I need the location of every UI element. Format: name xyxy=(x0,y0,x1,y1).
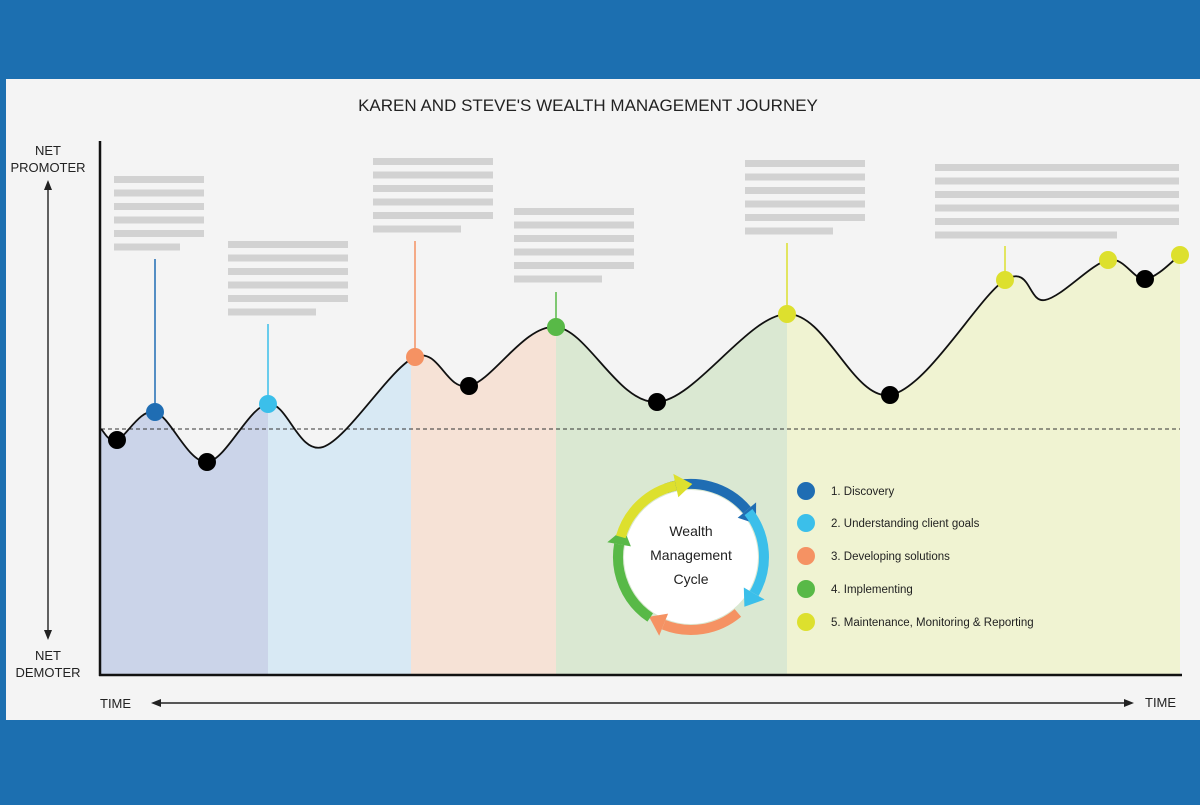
placeholder-text-line-2-3 xyxy=(228,268,348,275)
arrow-up-icon xyxy=(44,180,52,190)
journey-point-solutions xyxy=(406,348,424,366)
placeholder-text-line-6-2 xyxy=(935,177,1179,185)
legend-dot-discovery xyxy=(797,482,815,500)
placeholder-text-line-1-5 xyxy=(114,230,204,237)
placeholder-text-line-6-3 xyxy=(935,191,1179,198)
net-demoter-label-1: NET xyxy=(35,648,61,663)
placeholder-text-line-3-1 xyxy=(373,158,493,165)
journey-point-neutral xyxy=(108,431,126,449)
arrow-left-icon xyxy=(151,699,161,707)
placeholder-text-line-1-3 xyxy=(114,203,204,210)
cycle-arc-maintenance xyxy=(615,480,677,539)
cycle-arrows xyxy=(607,473,769,636)
placeholder-text-line-2-1 xyxy=(228,241,348,248)
legend-label-discovery: 1. Discovery xyxy=(831,486,895,498)
placeholder-text-line-5-1 xyxy=(745,160,865,167)
journey-point-neutral xyxy=(648,393,666,411)
cycle-arrowhead-goals-icon xyxy=(743,587,765,607)
page-title: KAREN AND STEVE'S WEALTH MANAGEMENT JOUR… xyxy=(358,96,818,115)
placeholder-text-line-4-3 xyxy=(514,235,634,242)
cycle-label-line-3: Cycle xyxy=(673,571,708,587)
legend-dot-maintenance xyxy=(797,613,815,631)
legend-label-implementing: 4. Implementing xyxy=(831,584,913,596)
placeholder-text-line-3-3 xyxy=(373,185,493,192)
journey-point-maintenance xyxy=(778,305,796,323)
placeholder-text-line-1-4 xyxy=(114,216,204,224)
placeholder-text-line-4-1 xyxy=(514,208,634,215)
legend-dot-goals xyxy=(797,514,815,532)
legend-dot-implementing xyxy=(797,580,815,598)
placeholder-text-line-4-5 xyxy=(514,262,634,269)
placeholder-text-line-5-4 xyxy=(745,200,865,208)
journey-point-discovery xyxy=(146,403,164,421)
placeholder-text-line-5-5 xyxy=(745,214,865,221)
cycle-arc-goals xyxy=(744,509,769,596)
legend: 1. Discovery 2. Understanding client goa… xyxy=(797,482,1034,631)
placeholder-text-line-5-3 xyxy=(745,187,865,194)
placeholder-text-line-1-2 xyxy=(114,189,204,197)
net-promoter-label-1: NET xyxy=(35,143,61,158)
placeholder-text-line-1-1 xyxy=(114,176,204,183)
journey-point-maintenance xyxy=(1099,251,1117,269)
arrow-right-icon xyxy=(1124,699,1134,707)
placeholder-text-line-2-2 xyxy=(228,254,348,262)
placeholder-text-line-6-6 xyxy=(935,231,1117,239)
time-label-left: TIME xyxy=(100,696,131,711)
cycle-label-line-2: Management xyxy=(650,547,732,563)
journey-point-goals xyxy=(259,395,277,413)
cycle-arc-solutions xyxy=(661,608,742,635)
placeholder-text-line-5-6 xyxy=(745,227,833,235)
legend-dot-solutions xyxy=(797,547,815,565)
placeholder-text-line-6-1 xyxy=(935,164,1179,171)
placeholder-text-line-6-4 xyxy=(935,204,1179,212)
cycle-arrowhead-maintenance-icon xyxy=(673,473,693,498)
journey-point-maintenance xyxy=(1171,246,1189,264)
legend-label-solutions: 3. Developing solutions xyxy=(831,551,950,563)
placeholder-text-line-3-5 xyxy=(373,212,493,219)
journey-point-neutral xyxy=(198,453,216,471)
cycle-arrowhead-solutions-icon xyxy=(649,613,669,636)
placeholder-text-line-4-2 xyxy=(514,221,634,229)
journey-point-neutral xyxy=(881,386,899,404)
time-label-right: TIME xyxy=(1145,695,1176,710)
placeholder-text-line-3-6 xyxy=(373,225,461,233)
placeholder-text-line-3-2 xyxy=(373,171,493,179)
journey-point-implementing xyxy=(547,318,565,336)
legend-label-goals: 2. Understanding client goals xyxy=(831,518,980,530)
placeholder-text-line-2-5 xyxy=(228,295,348,302)
net-promoter-label-2: PROMOTER xyxy=(10,160,85,175)
legend-label-maintenance: 5. Maintenance, Monitoring & Reporting xyxy=(831,617,1034,629)
cycle-label-line-1: Wealth xyxy=(669,523,712,539)
placeholder-text-line-2-4 xyxy=(228,281,348,289)
placeholder-text-line-4-4 xyxy=(514,248,634,256)
placeholder-text-line-2-6 xyxy=(228,308,316,316)
cycle-arc-implementing xyxy=(613,543,654,622)
arrow-down-icon xyxy=(44,630,52,640)
journey-point-neutral xyxy=(460,377,478,395)
placeholder-text-line-4-6 xyxy=(514,275,602,283)
net-demoter-label-2: DEMOTER xyxy=(16,665,81,680)
journey-point-neutral xyxy=(1136,270,1154,288)
callout-group xyxy=(114,158,1179,412)
journey-points xyxy=(108,246,1189,471)
placeholder-text-line-6-5 xyxy=(935,218,1179,225)
placeholder-text-line-5-2 xyxy=(745,173,865,181)
placeholder-text-line-3-4 xyxy=(373,198,493,206)
cycle-center xyxy=(624,490,758,624)
cycle-diagram: Wealth Management Cycle xyxy=(607,473,769,636)
journey-point-maintenance xyxy=(996,271,1014,289)
placeholder-text-line-1-6 xyxy=(114,243,180,251)
